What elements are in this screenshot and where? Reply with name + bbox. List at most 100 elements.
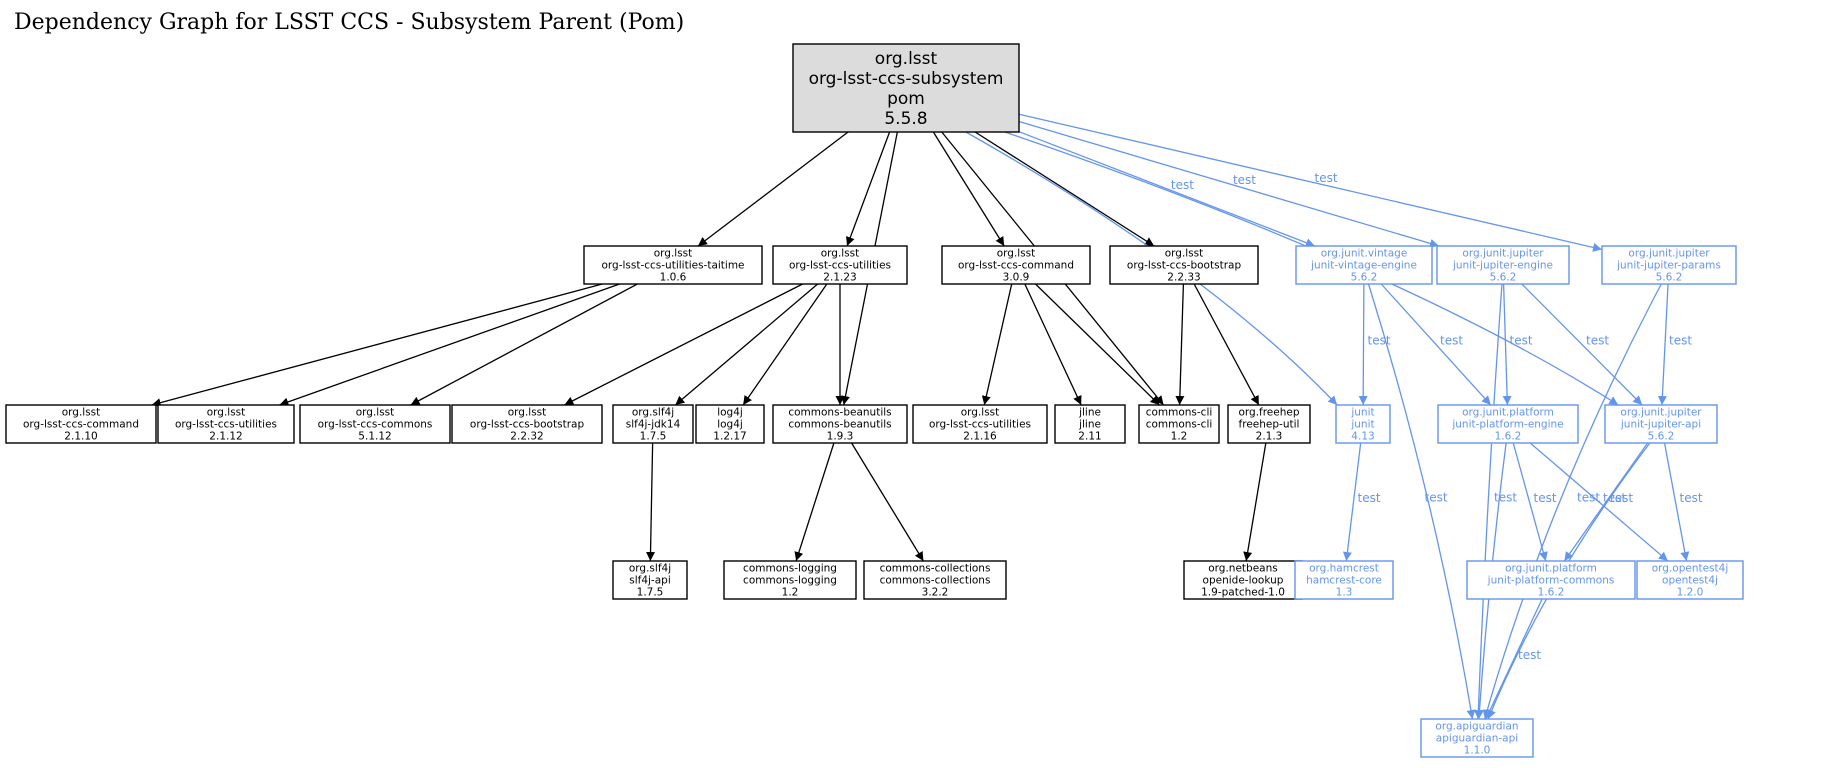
edge-root-to-utilities2123 — [846, 131, 891, 247]
node-label-line: org-lsst-ccs-subsystem — [809, 69, 1004, 89]
node-box — [1604, 404, 1718, 444]
node-commonsCollections: commons-collectionscommons-collections3.… — [863, 560, 1007, 600]
node-box — [1436, 245, 1570, 285]
node-label-line: org-lsst-ccs-utilities — [929, 419, 1031, 431]
node-box — [1138, 404, 1220, 444]
edge-slf4jJdk-to-slf4jApi — [646, 442, 656, 562]
node-label-line: 2.1.3 — [1256, 431, 1283, 443]
edge-label: test — [1518, 648, 1541, 662]
edge-label: test — [1610, 491, 1633, 505]
node-label-line: org.lsst — [961, 407, 1000, 419]
node-label-line: 1.2.17 — [713, 431, 746, 443]
node-label-line: freehep-util — [1239, 419, 1300, 431]
node-label-line: org.lsst — [875, 49, 938, 69]
edge-beanutils-to-commonsCollections — [851, 442, 924, 562]
node-label-line: org.junit.platform — [1462, 407, 1554, 419]
edge-label: test — [1534, 491, 1557, 505]
node-label-line: jline — [1078, 407, 1101, 419]
node-label-line: org.junit.jupiter — [1462, 248, 1544, 260]
node-box — [912, 404, 1048, 444]
node-label-line: org.opentest4j — [1652, 563, 1729, 575]
graph-title: Dependency Graph for LSST CCS - Subsyste… — [14, 10, 684, 35]
node-box — [157, 404, 295, 444]
node-box — [863, 560, 1007, 600]
node-label-line: 5.5.8 — [884, 109, 927, 129]
edge-label: test — [1669, 334, 1692, 348]
node-label-line: 1.9.3 — [827, 431, 854, 443]
node-label-line: org.lsst — [654, 248, 693, 260]
node-label-line: org.hamcrest — [1309, 563, 1379, 575]
node-box — [1295, 245, 1433, 285]
edge-root-to-jupiterParams — [1018, 113, 1603, 252]
node-label-line: 2.11 — [1078, 431, 1101, 443]
edge-jupiterApi-to-platformCommons — [1563, 442, 1649, 562]
edge-platformCommons-to-apiguardian — [1485, 598, 1543, 720]
node-label-line: commons-collections — [880, 563, 991, 575]
edge-jupiterParams-to-jupiterApi — [1657, 283, 1669, 406]
node-label-line: 2.1.10 — [64, 431, 97, 443]
node-box — [772, 404, 908, 444]
node-box — [1227, 404, 1311, 444]
edge-taitime-to-commons5112 — [410, 283, 638, 406]
node-label-line: org.junit.platform — [1505, 563, 1597, 575]
node-label-line: log4j — [717, 419, 743, 431]
node-label-line: 3.0.9 — [1003, 272, 1030, 284]
node-label-line: jline — [1078, 419, 1101, 431]
node-label-line: 2.2.32 — [510, 431, 543, 443]
node-label-line: commons-beanutils — [788, 407, 891, 419]
node-box — [1601, 245, 1737, 285]
node-label-line: junit — [1350, 419, 1374, 431]
node-box — [1466, 560, 1636, 600]
node-box — [941, 245, 1091, 285]
node-label-line: log4j — [717, 407, 743, 419]
node-box — [1294, 560, 1394, 600]
node-box — [1335, 404, 1391, 444]
edge-command309-to-utilities2116 — [981, 283, 1013, 406]
node-box — [1109, 245, 1259, 285]
node-label-line: commons-cli — [1146, 407, 1213, 419]
edge-label: test — [1680, 491, 1703, 505]
node-jupiterParams: org.junit.jupiterjunit-jupiter-params5.6… — [1601, 245, 1737, 285]
node-label-line: slf4j-api — [629, 575, 671, 587]
node-label-line: 4.13 — [1351, 431, 1374, 443]
node-box — [772, 245, 908, 285]
node-label-line: 5.6.2 — [1648, 431, 1675, 443]
node-label-line: 1.6.2 — [1495, 431, 1522, 443]
node-box — [299, 404, 451, 444]
node-label-line: pom — [887, 89, 925, 109]
node-label-line: 1.3 — [1336, 587, 1353, 599]
node-label-line: org.lsst — [997, 248, 1036, 260]
node-label-line: commons-logging — [743, 575, 837, 587]
node-label-line: 1.2 — [782, 587, 799, 599]
node-label-line: commons-beanutils — [788, 419, 891, 431]
node-label-line: org-lsst-ccs-command — [23, 419, 139, 431]
edge-label: test — [1586, 334, 1609, 348]
node-label-line: org.slf4j — [632, 407, 674, 419]
edge-command309-to-commonsCli — [1035, 283, 1160, 406]
node-platformCommons: org.junit.platformjunit-platform-commons… — [1466, 560, 1636, 600]
node-label-line: org-lsst-ccs-utilities — [789, 260, 891, 272]
nodes-layer: org.lsstorg-lsst-ccs-subsystempom5.5.8or… — [5, 43, 1744, 758]
node-box — [1636, 560, 1744, 600]
node-label-line: opentest4j — [1662, 575, 1718, 587]
node-label-line: org.lsst — [1165, 248, 1204, 260]
edge-root-to-jupiterEngine — [1018, 120, 1440, 248]
node-vintage: org.junit.vintagejunit-vintage-engine5.6… — [1295, 245, 1433, 285]
node-box — [5, 404, 157, 444]
edge-label: test — [1494, 491, 1517, 505]
node-label-line: 2.1.12 — [209, 431, 242, 443]
